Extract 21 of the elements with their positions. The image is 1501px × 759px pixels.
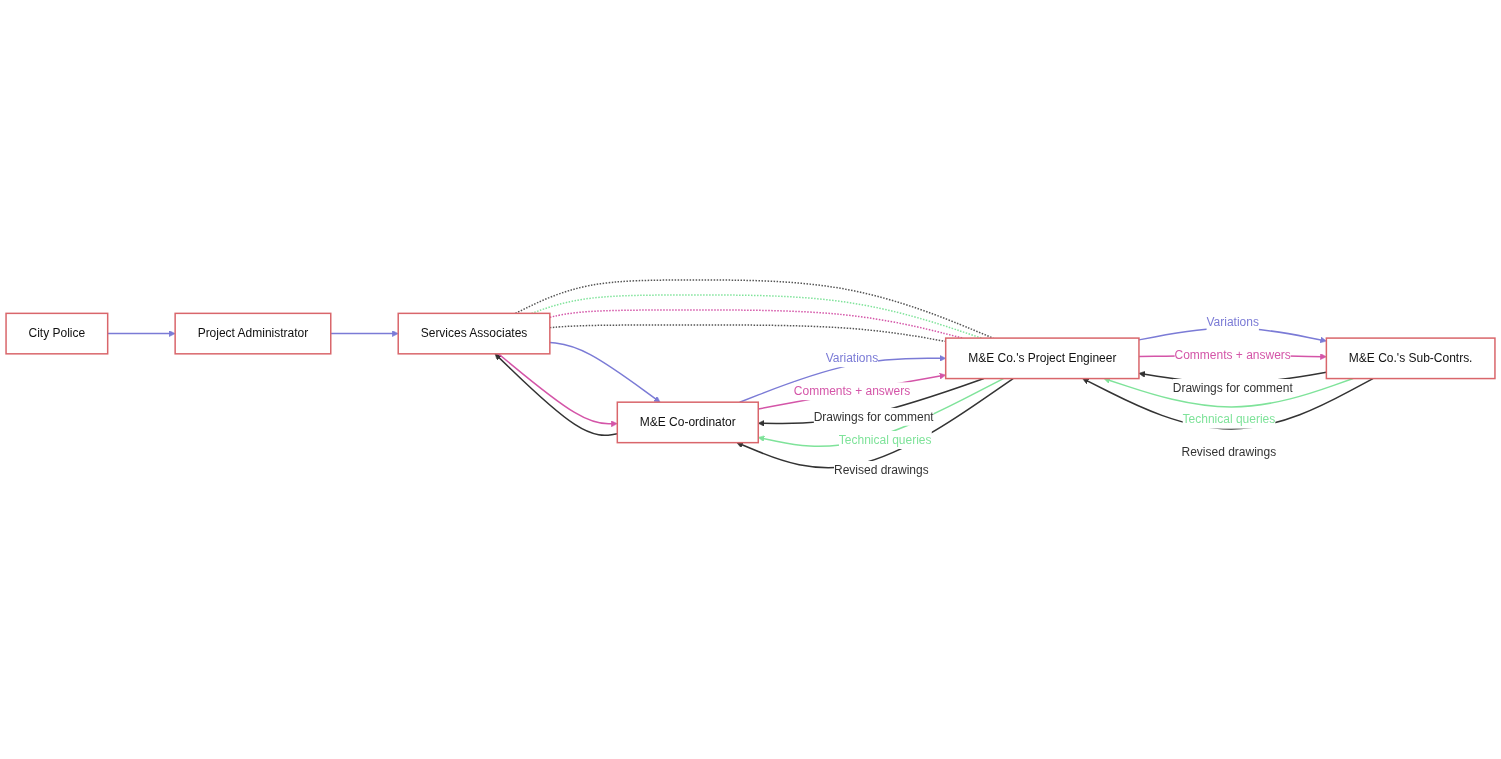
node-box: M&E Co.'s Sub-Contrs. xyxy=(1325,337,1496,380)
arrow xyxy=(736,377,1014,469)
node-box: Services Associates xyxy=(397,312,551,355)
edge-label: Variations xyxy=(825,351,879,365)
arrow xyxy=(1103,377,1354,408)
connector xyxy=(514,279,994,339)
edge-label: Variations xyxy=(1206,315,1259,329)
arrow xyxy=(549,341,661,403)
edge-label: Technical queries xyxy=(1182,412,1276,426)
edge-label: Comments + answers xyxy=(1174,348,1291,361)
edge-label: Revised drawings xyxy=(834,463,929,476)
node-box: M&E Co.'s Project Engineer xyxy=(944,337,1140,380)
edge-label: Technical queries xyxy=(838,433,932,447)
edge-label: Comments + answers xyxy=(793,384,911,398)
edge-label: Revised drawings xyxy=(1181,445,1277,459)
node-box: Project Administrator xyxy=(174,312,332,355)
node-box: City Police xyxy=(5,312,109,355)
edge-label: Drawings for comment xyxy=(1172,381,1293,394)
node-box: M&E Co-ordinator xyxy=(616,401,759,444)
arrow xyxy=(330,330,399,337)
edge-label: Drawings for comment xyxy=(813,410,934,423)
